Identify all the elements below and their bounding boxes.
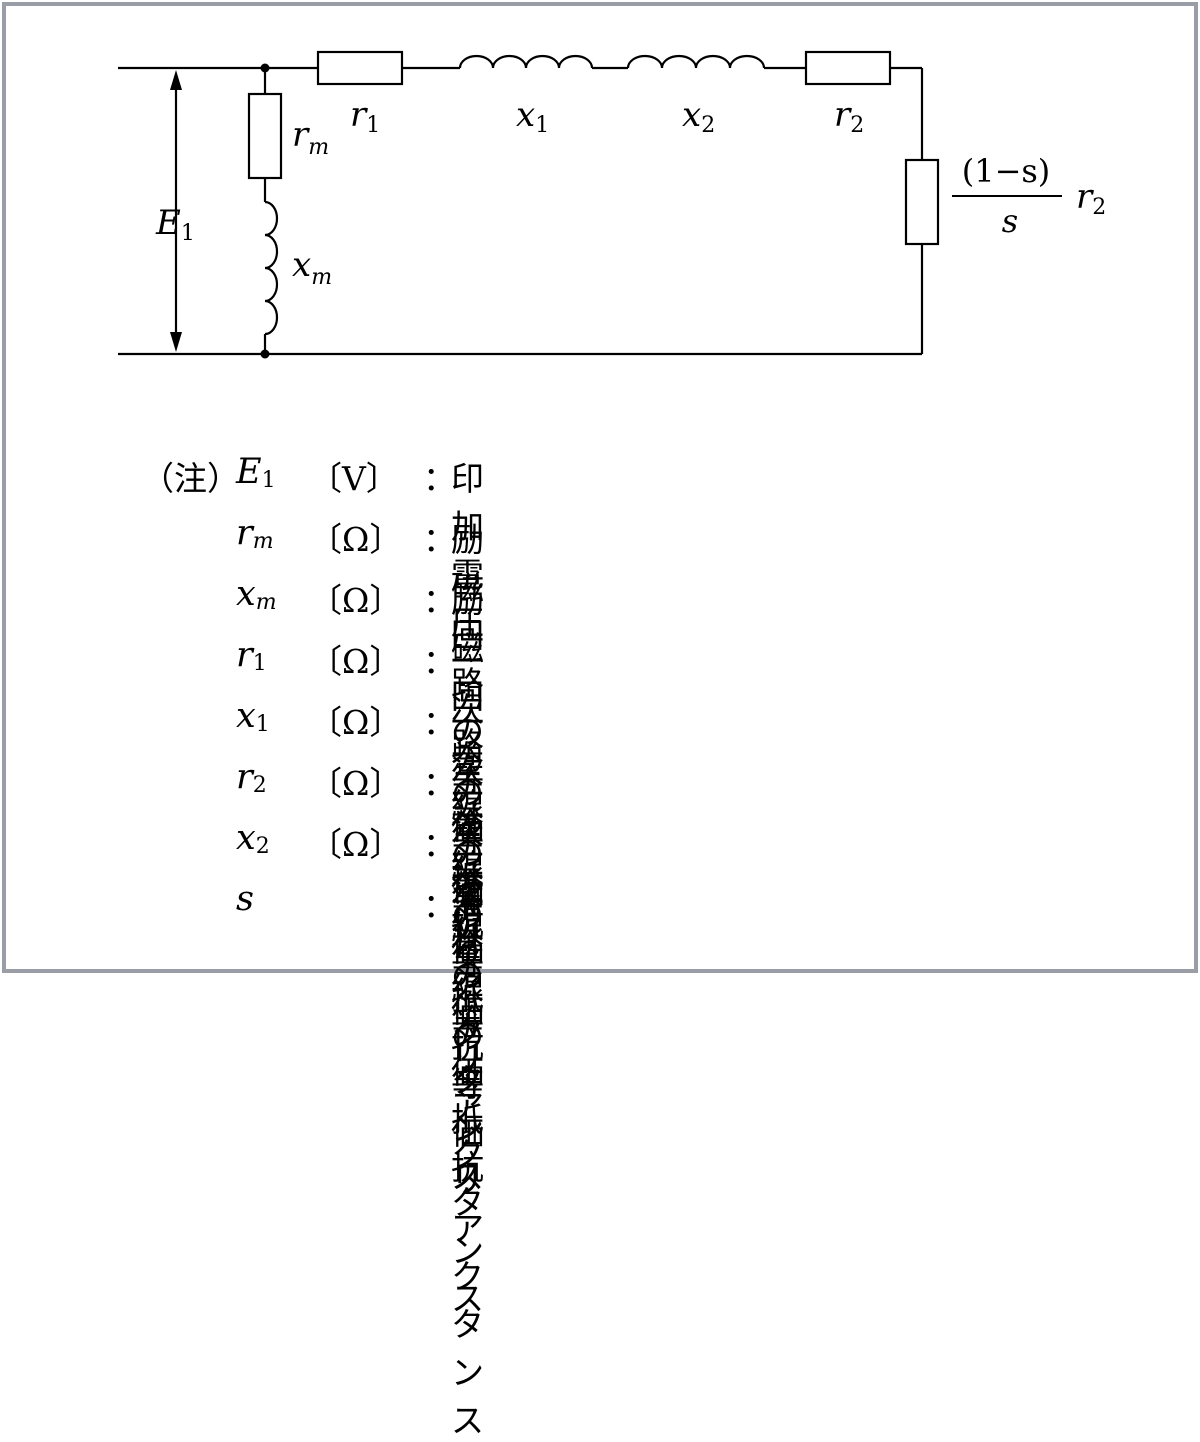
voltage-arrow-head-up	[170, 70, 182, 90]
note-description: 一次巻線の等価抵抗	[451, 642, 484, 1065]
label-x1: x1	[516, 95, 549, 138]
note-symbol: x1	[236, 696, 270, 737]
note-unit: 〔V〕	[309, 459, 399, 498]
label-xm: xm	[292, 245, 332, 290]
note-symbol: x2	[236, 818, 270, 859]
note-colon: ：	[423, 581, 456, 620]
label-E1: E1	[155, 203, 195, 246]
equivalent-circuit-diagram: E1 rm xm r1 x1 x2 r2 (1−s) s r2	[118, 50, 1106, 359]
note-description: 励磁回路の等価抵抗	[451, 520, 484, 943]
voltage-arrow-head-down	[170, 332, 182, 352]
label-load-r2: r2	[1076, 177, 1106, 220]
inductor-x2	[626, 54, 766, 69]
note-colon: ：	[423, 825, 456, 864]
resistor-r1	[316, 50, 404, 86]
inductor-x1	[458, 54, 594, 69]
resistor-rm	[247, 92, 283, 180]
note-description: 印加電圧	[451, 459, 484, 642]
label-load-denominator: s	[1002, 202, 1018, 240]
note-colon: ：	[423, 642, 456, 681]
resistor-r2	[804, 50, 892, 86]
note-tag: （注）	[141, 459, 240, 498]
note-symbol: E1	[236, 452, 276, 493]
note-colon: ：	[423, 703, 456, 742]
label-x2: x2	[682, 95, 715, 138]
resistor-load	[904, 158, 940, 246]
label-r2: r2	[834, 95, 864, 138]
note-unit: 〔Ω〕	[309, 581, 403, 620]
note-colon: ：	[423, 764, 456, 803]
label-load-numerator: (1−s)	[962, 152, 1051, 190]
note-colon: ：	[423, 459, 456, 498]
junction-dot-bottom	[260, 349, 270, 359]
note-unit: 〔Ω〕	[309, 642, 403, 681]
note-description: 滑り	[451, 886, 484, 973]
note-colon: ：	[423, 886, 456, 925]
note-unit: 〔Ω〕	[309, 520, 403, 559]
note-symbol: xm	[236, 574, 277, 615]
note-symbol: r1	[236, 635, 267, 676]
note-symbol: rm	[236, 513, 274, 554]
note-symbol: s	[236, 879, 254, 919]
note-unit: 〔Ω〕	[309, 825, 403, 864]
label-rm: rm	[292, 115, 329, 160]
junction-dot-top	[260, 63, 270, 73]
note-unit: 〔Ω〕	[309, 703, 403, 742]
note-unit: 〔Ω〕	[309, 764, 403, 803]
note-symbol: r2	[236, 757, 267, 798]
note-colon: ：	[423, 520, 456, 559]
label-r1: r1	[350, 95, 380, 138]
inductor-xm	[264, 200, 279, 336]
